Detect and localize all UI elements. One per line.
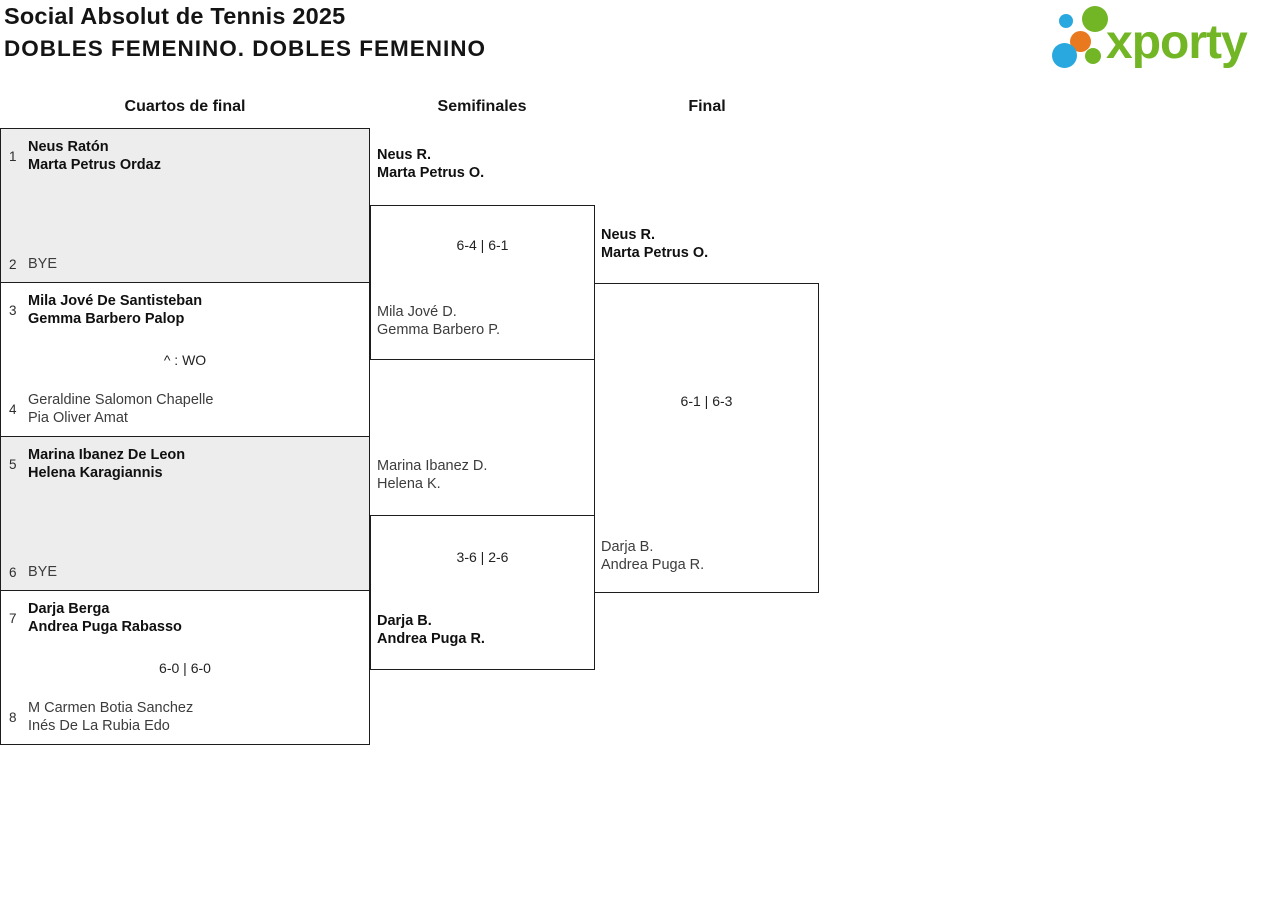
player-name: Marta Petrus O. — [377, 165, 485, 181]
sf2-team2-label: Darja B. Andrea Puga R. — [377, 612, 485, 648]
seed-number: 2 — [9, 256, 17, 272]
player-name: Neus R. — [377, 147, 431, 163]
player-name: Marta Petrus Ordaz — [28, 157, 161, 173]
qf-match-3: 5 Marina Ibanez De Leon Helena Karagiann… — [0, 436, 370, 591]
seed-number: 1 — [9, 148, 17, 164]
quarterfinals-column: 1 Neus Ratón Marta Petrus Ordaz 2 BYE 3 … — [0, 128, 370, 745]
team-entry: 5 Marina Ibanez De Leon Helena Karagiann… — [9, 446, 363, 482]
round-header-semifinales: Semifinales — [437, 98, 527, 115]
player-name: Andrea Puga R. — [377, 631, 485, 647]
team-entry: 8 M Carmen Botia Sanchez Inés De La Rubi… — [9, 699, 363, 735]
team-entry: 2 BYE — [9, 255, 363, 273]
player-name: Darja B. — [601, 539, 654, 555]
logo-dot-green-small-icon — [1085, 48, 1101, 64]
sf2-score: 3-6 | 2-6 — [456, 549, 509, 565]
team-entry: 7 Darja Berga Andrea Puga Rabasso — [9, 600, 363, 636]
player-name: Helena Karagiannis — [28, 465, 163, 481]
brand-wordmark: xporty — [1106, 16, 1248, 69]
match-score: ^ : WO — [163, 351, 207, 368]
final-match-connector — [594, 283, 819, 593]
qf-match-4: 7 Darja Berga Andrea Puga Rabasso 6-0 | … — [0, 590, 370, 745]
team-entry: 1 Neus Ratón Marta Petrus Ordaz — [9, 138, 363, 174]
sf1-team2-label: Mila Jové D. Gemma Barbero P. — [377, 303, 500, 339]
tournament-title: Social Absolut de Tennis 2025 — [4, 3, 346, 29]
player-name: Gemma Barbero Palop — [28, 311, 185, 327]
category-subtitle: DOBLES FEMENINO. DOBLES FEMENINO — [4, 36, 487, 61]
player-name: Neus Ratón — [28, 139, 109, 155]
seed-number: 7 — [9, 610, 17, 626]
final-score: 6-1 | 6-3 — [680, 393, 733, 409]
player-name: Darja B. — [377, 613, 432, 629]
player-name: Gemma Barbero P. — [377, 322, 501, 338]
seed-number: 8 — [9, 709, 17, 725]
round-header-final: Final — [688, 98, 726, 115]
logo-dot-blue-large-icon — [1052, 43, 1077, 68]
match-score: 6-0 | 6-0 — [159, 659, 211, 676]
qf-match-1: 1 Neus Ratón Marta Petrus Ordaz 2 BYE — [0, 128, 370, 283]
round-headers: Cuartos de final Semifinales Final — [0, 98, 820, 118]
player-name: Mila Jové De Santisteban — [28, 293, 203, 309]
round-header-cuartos: Cuartos de final — [124, 98, 246, 115]
seed-number: 3 — [9, 302, 17, 318]
player-name: BYE — [28, 256, 58, 272]
player-name: Neus R. — [601, 227, 655, 243]
player-name: Andrea Puga Rabasso — [28, 619, 182, 635]
player-name: BYE — [28, 564, 58, 580]
player-name: Marina Ibanez De Leon — [28, 447, 186, 463]
team-entry: 6 BYE — [9, 563, 363, 581]
final-team1-label: Neus R. Marta Petrus O. — [601, 226, 708, 262]
player-name: Inés De La Rubia Edo — [28, 718, 170, 734]
logo-dot-blue-small-icon — [1059, 14, 1073, 28]
player-name: Andrea Puga R. — [601, 557, 705, 573]
sf-match-1-connector — [370, 205, 595, 360]
player-name: Darja Berga — [28, 601, 110, 617]
xporty-logo[interactable]: xporty — [1048, 2, 1274, 74]
logo-dot-green-large-icon — [1082, 6, 1108, 32]
final-team2-label: Darja B. Andrea Puga R. — [601, 538, 704, 574]
sf1-score: 6-4 | 6-1 — [456, 237, 509, 253]
seed-number: 6 — [9, 564, 17, 580]
sf2-team1-label: Marina Ibanez D. Helena K. — [377, 457, 487, 493]
team-entry: 3 Mila Jové De Santisteban Gemma Barbero… — [9, 292, 363, 328]
logo-dot-orange-icon — [1070, 31, 1091, 52]
player-name: M Carmen Botia Sanchez — [28, 700, 194, 716]
player-name: Geraldine Salomon Chapelle — [28, 392, 214, 408]
player-name: Marina Ibanez D. — [377, 458, 488, 474]
sf1-team1-label: Neus R. Marta Petrus O. — [377, 146, 484, 182]
player-name: Helena K. — [377, 476, 441, 492]
seed-number: 4 — [9, 401, 17, 417]
team-entry: 4 Geraldine Salomon Chapelle Pia Oliver … — [9, 391, 363, 427]
qf-match-2: 3 Mila Jové De Santisteban Gemma Barbero… — [0, 282, 370, 437]
player-name: Pia Oliver Amat — [28, 410, 128, 426]
player-name: Marta Petrus O. — [601, 245, 709, 261]
seed-number: 5 — [9, 456, 17, 472]
player-name: Mila Jové D. — [377, 304, 457, 320]
